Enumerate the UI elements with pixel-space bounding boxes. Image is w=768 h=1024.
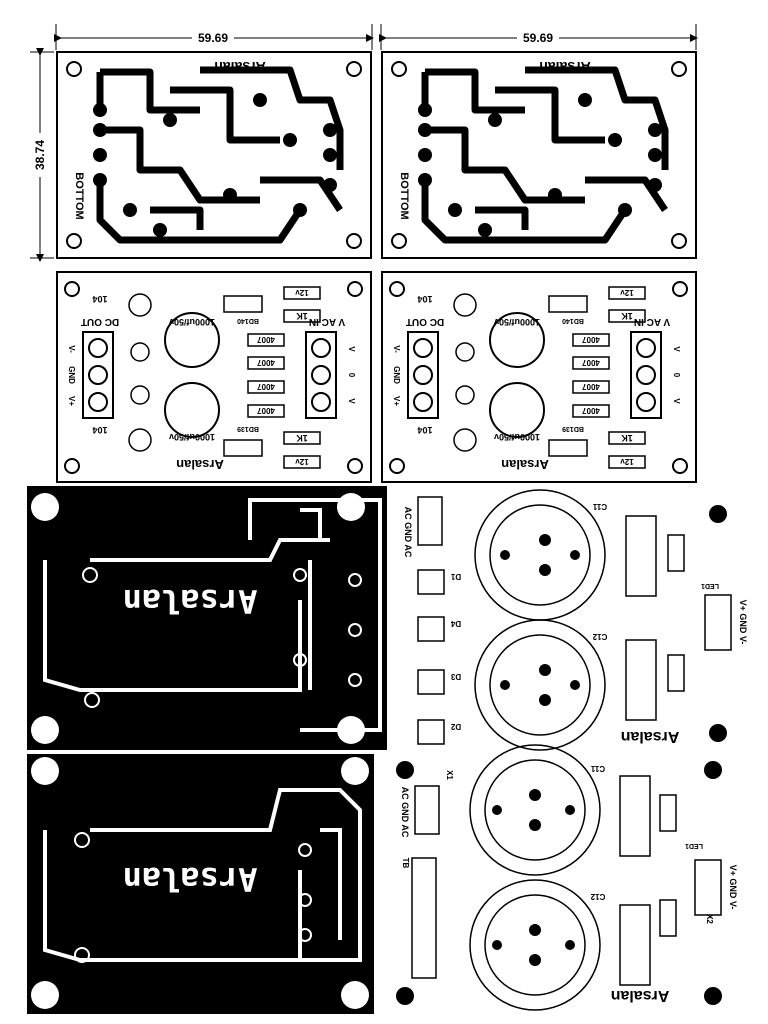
layout-misc-label: LED1 (685, 842, 703, 849)
height-dimension-label: 38.74 (33, 140, 47, 170)
rail-label: V- (392, 345, 401, 353)
input-terminal-label: 0 (672, 373, 681, 378)
diode-label: 4007 (257, 335, 275, 344)
pcb-board-title: Arsalan (123, 582, 258, 620)
resistor-label: 1K (621, 311, 633, 321)
diode-label: 4007 (582, 358, 600, 367)
resistor-label: 1K (621, 433, 633, 443)
voltage-tag: 12v (295, 457, 309, 466)
diode-label: 4007 (582, 335, 600, 344)
rail-label: V+ (67, 396, 76, 406)
voltage-tag: 12v (620, 288, 634, 297)
width-dimension-label: 59.69 (198, 31, 228, 45)
layout-diode-label: D4 (450, 619, 461, 628)
main-cap-label: 1000uf/50v (494, 432, 540, 442)
rail-label: V- (67, 345, 76, 353)
cap-small-label: 104 (417, 294, 432, 304)
layout-diode-label: D3 (450, 672, 461, 681)
input-label: V AC IN (634, 316, 670, 327)
layout-panel: Arsalan Arsalan AC GND AC AC GND AC V+ G… (396, 489, 748, 1011)
output-label: DC OUT (81, 316, 119, 327)
main-cap-label: 1000uf/50v (169, 317, 215, 327)
top-board-title: Arsalan (176, 457, 224, 472)
top-board-2: Arsalan V AC IN DC OUT 1000uf/50v 1000uf… (381, 271, 697, 483)
regulator-label: BD140 (237, 317, 259, 324)
pcb-board-title: Arsalan (123, 860, 258, 898)
input-terminal-label: V (347, 398, 356, 404)
layout-connector-top: AC GND AC (403, 507, 413, 558)
main-cap-label: 1000uf/50v (169, 432, 215, 442)
bottom-board-side-label: BOTTOM (398, 172, 410, 219)
layout-title-top: Arsalan (621, 728, 680, 745)
bottom-board-2: Arsalan BOTTOM (381, 51, 697, 259)
cap-small-label: 104 (92, 294, 107, 304)
layout-cap-label: C12 (592, 632, 607, 641)
main-cap-label: 1000uf/50v (494, 317, 540, 327)
layout-cap-label: C11 (590, 764, 605, 773)
top-board-title: Arsalan (501, 457, 549, 472)
pcb-board-2: Arsalan (27, 754, 374, 1014)
output-label: DC OUT (406, 316, 444, 327)
rail-label: GND (67, 366, 76, 384)
regulator-label: BD140 (562, 317, 584, 324)
bottom-board-side-label: BOTTOM (73, 172, 85, 219)
layout-cap-label: C11 (592, 502, 607, 511)
cap-small-label: 104 (417, 425, 432, 435)
input-terminal-label: V (672, 346, 681, 352)
rail-label: GND (392, 366, 401, 384)
input-label: V AC IN (309, 316, 345, 327)
diode-label: 4007 (257, 406, 275, 415)
top-board-1: Arsalan V AC IN DC OUT 1000uf/50v 1000uf… (56, 271, 372, 483)
pcb-board-1: Arsalan (27, 486, 387, 750)
bottom-board-title: Arsalan (214, 59, 265, 75)
layout-misc-label: TB (401, 858, 410, 869)
regulator-label: BD139 (237, 425, 259, 432)
layout-diode-label: D1 (450, 572, 461, 581)
input-terminal-label: V (672, 398, 681, 404)
layout-diode-label: D2 (450, 722, 461, 731)
input-terminal-label: V (347, 346, 356, 352)
input-terminal-label: 0 (347, 373, 356, 378)
layout-output-top: V+ GND V- (738, 600, 748, 645)
resistor-label: 1K (296, 311, 308, 321)
voltage-tag: 12v (295, 288, 309, 297)
diode-label: 4007 (257, 358, 275, 367)
bottom-board-title: Arsalan (539, 59, 590, 75)
layout-output-bottom: V+ GND V- (728, 865, 738, 910)
layout-connector-bottom: AC GND AC (400, 787, 410, 838)
rail-label: V+ (392, 396, 401, 406)
layout-misc-label: X2 (705, 914, 714, 924)
voltage-tag: 12v (620, 457, 634, 466)
bottom-board-1: Arsalan BOTTOM (56, 51, 372, 259)
dimension-annotations: 59.69 59.69 38.74 (30, 24, 698, 262)
cap-small-label: 104 (92, 425, 107, 435)
layout-misc-label: LED1 (701, 582, 719, 589)
diode-label: 4007 (582, 382, 600, 391)
diode-label: 4007 (257, 382, 275, 391)
regulator-label: BD139 (562, 425, 584, 432)
resistor-label: 1K (296, 433, 308, 443)
width-dimension-label-2: 59.69 (523, 31, 553, 45)
diode-label: 4007 (582, 406, 600, 415)
layout-title-bottom: Arsalan (611, 987, 670, 1004)
layout-cap-label: C12 (590, 892, 605, 901)
layout-misc-label: X1 (445, 770, 454, 780)
